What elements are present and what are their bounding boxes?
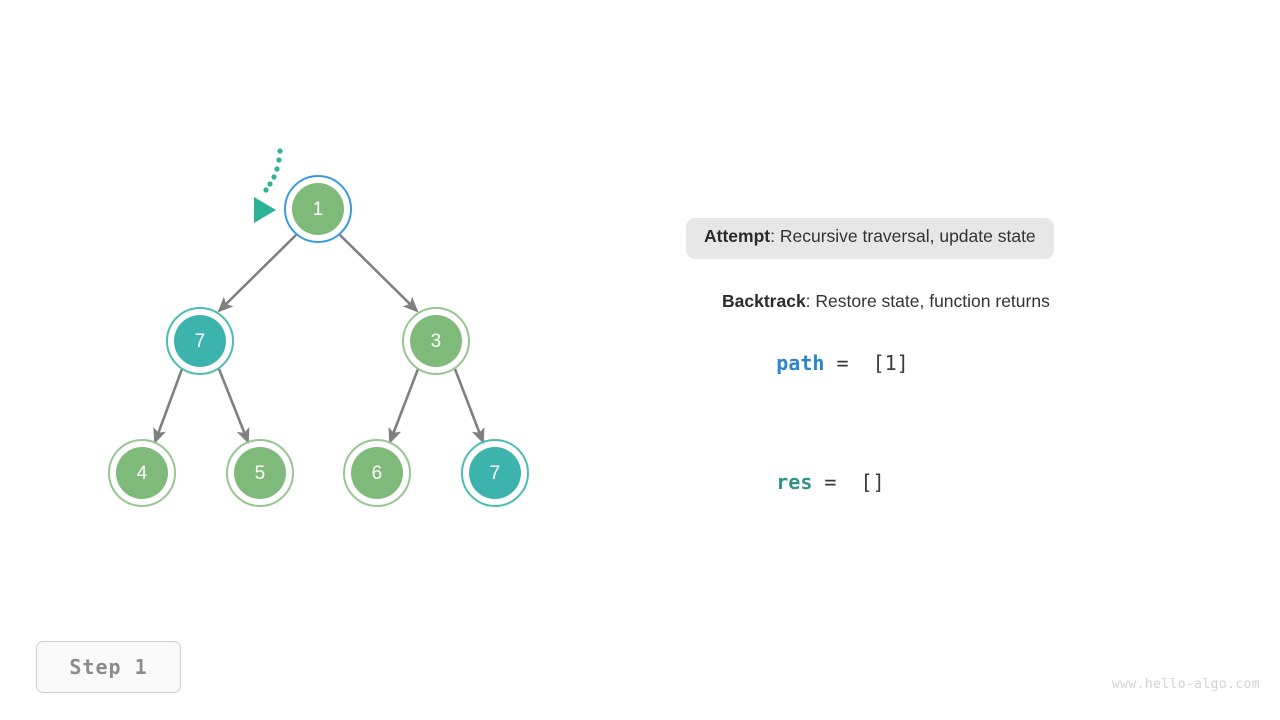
pointer-dot	[277, 148, 283, 154]
pointer-dot	[271, 174, 277, 180]
attempt-description-row: Attempt: Recursive traversal, update sta…	[686, 218, 1054, 259]
current-node-pointer	[254, 148, 283, 223]
attempt-label: Attempt	[704, 226, 771, 246]
variable-path-name: path	[776, 351, 825, 375]
node-ring	[343, 439, 411, 507]
node-ring	[461, 439, 529, 507]
variable-res-name: res	[776, 470, 813, 494]
variable-path-expression: = [1]	[824, 351, 909, 375]
tree-node-label: 5	[254, 462, 266, 484]
variable-res-row: res = []	[704, 452, 885, 512]
tree-node-left-7[interactable]: 7	[166, 307, 234, 375]
edge-3-6	[388, 368, 420, 444]
tree-node-label: 7	[489, 462, 501, 484]
variable-path-row: path = [1]	[704, 333, 909, 393]
edge-1-7l	[217, 234, 297, 313]
tree-node-root[interactable]: 1	[284, 175, 352, 243]
attempt-value: Recursive traversal, update state	[779, 226, 1036, 246]
tree-node-3[interactable]: 3	[402, 307, 470, 375]
step-badge: Step 1	[36, 641, 181, 693]
backtrack-separator: :	[805, 291, 816, 311]
step-badge-label: Step 1	[69, 655, 148, 679]
backtrack-value: Restore state, function returns	[815, 291, 1050, 311]
tree-node-label: 6	[371, 462, 383, 484]
node-ring	[284, 175, 352, 243]
tree-node-6[interactable]: 6	[343, 439, 411, 507]
node-ring	[108, 439, 176, 507]
pointer-dot	[263, 187, 269, 193]
tree-node-label: 4	[136, 462, 148, 484]
pointer-dot	[276, 157, 282, 163]
variable-res-expression: = []	[812, 470, 885, 494]
edge-7l-4	[153, 368, 184, 444]
attempt-separator: :	[770, 226, 780, 246]
pointer-dot	[267, 181, 273, 187]
tree-node-label: 3	[430, 330, 442, 352]
tree-node-label: 7	[194, 330, 206, 352]
node-ring	[166, 307, 234, 375]
tree-node-label: 1	[312, 198, 324, 220]
tree-edges	[153, 234, 485, 444]
backtrack-label: Backtrack	[722, 291, 806, 311]
pointer-triangle-icon	[254, 197, 276, 223]
binary-tree-diagram: 1 7 3 4 5 6 7	[0, 0, 680, 560]
tree-node-4[interactable]: 4	[108, 439, 176, 507]
node-ring	[226, 439, 294, 507]
pointer-dot	[274, 166, 280, 172]
backtrack-description-row: Backtrack: Restore state, function retur…	[704, 283, 1068, 324]
site-watermark: www.hello-algo.com	[1111, 677, 1260, 692]
edge-3-7r	[453, 368, 485, 444]
tree-node-5[interactable]: 5	[226, 439, 294, 507]
edge-7l-5	[217, 368, 250, 444]
edge-1-3	[339, 234, 419, 313]
node-ring	[402, 307, 470, 375]
tree-node-right-7[interactable]: 7	[461, 439, 529, 507]
